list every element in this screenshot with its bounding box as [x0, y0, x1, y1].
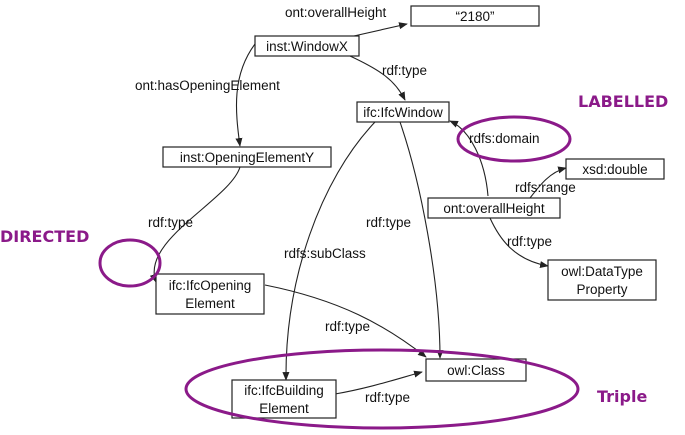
node-ifc-opening-element-label-2: Element [185, 296, 235, 311]
directed-highlight-ring [98, 238, 162, 288]
node-owl-datatype-property-label-2: Property [576, 282, 627, 297]
node-ifc-opening-element: ifc:IfcOpening Element [155, 273, 265, 315]
node-overall-height: ont:overallHeight [427, 197, 561, 219]
callout-triple: Triple [597, 387, 647, 406]
edge-labels: ont:overallHeight ont:hasOpeningElement … [135, 5, 576, 405]
node-value-2180-label: “2180” [455, 9, 494, 24]
nodes: “2180” inst:WindowX ifc:IfcWindow inst:O… [155, 5, 665, 419]
node-value-2180: “2180” [410, 5, 540, 27]
node-xsd-double-label: xsd:double [582, 162, 647, 177]
edge-label-rdf-type-window-class: rdf:type [366, 215, 411, 230]
node-opening-element-y-label: inst:OpeningElementY [180, 150, 314, 165]
labelled-highlight-ring [456, 115, 572, 163]
node-owl-class: owl:Class [425, 358, 527, 382]
node-ifc-building-element: ifc:IfcBuilding Element [231, 379, 337, 419]
edge-label-rdf-type-opening: rdf:type [148, 215, 193, 230]
node-ifc-building-element-label-2: Element [259, 401, 309, 416]
edge-rdfs-range [529, 166, 567, 199]
node-opening-element-y: inst:OpeningElementY [162, 146, 332, 168]
node-ifc-opening-element-label-1: ifc:IfcOpening [169, 278, 252, 293]
callouts: LABELLED DIRECTED Triple [0, 92, 668, 406]
highlight-rings [98, 115, 580, 430]
edge-label-rdf-type-property: rdf:type [507, 234, 552, 249]
node-owl-datatype-property-label-1: owl:DataType [561, 264, 643, 279]
edge-label-overall-height: ont:overallHeight [285, 5, 387, 20]
triple-highlight-ring [184, 348, 580, 430]
callout-directed: DIRECTED [0, 227, 89, 246]
edge-has-opening-element [235, 43, 256, 147]
edge-label-rdf-type-opening-class: rdf:type [325, 319, 370, 334]
edge-rdf-type-opening [149, 166, 241, 283]
callout-labelled: LABELLED [578, 92, 668, 111]
edge-rdf-type-opening-class [264, 284, 427, 358]
node-ifc-building-element-label-1: ifc:IfcBuilding [244, 383, 324, 398]
edge-rdf-type-property [489, 217, 549, 269]
edge-rdfs-domain [449, 120, 489, 197]
edge-label-rdfs-subclass: rdfs:subClass [284, 246, 366, 261]
edge-label-rdf-type-building: rdf:type [365, 390, 410, 405]
edge-rdf-type-window [349, 55, 406, 101]
node-window-x-label: inst:WindowX [266, 39, 348, 54]
edge-rdfs-subclass [282, 121, 376, 381]
edge-label-has-opening-element: ont:hasOpeningElement [135, 78, 280, 93]
edge-rdf-type-window-class [399, 121, 444, 359]
edges [149, 22, 567, 395]
edge-label-rdf-type-window: rdf:type [382, 63, 427, 78]
node-window-x: inst:WindowX [254, 35, 360, 57]
node-overall-height-label: ont:overallHeight [443, 201, 545, 216]
node-ifc-window-label: ifc:IfcWindow [363, 105, 443, 120]
node-owl-class-label: owl:Class [447, 363, 505, 378]
edge-label-rdfs-range: rdfs:range [515, 180, 576, 195]
node-ifc-window: ifc:IfcWindow [356, 101, 450, 123]
edge-label-rdfs-domain: rdfs:domain [469, 131, 540, 146]
node-xsd-double: xsd:double [565, 158, 665, 180]
node-owl-datatype-property: owl:DataType Property [547, 259, 657, 301]
edge-rdf-type-building [334, 370, 423, 395]
